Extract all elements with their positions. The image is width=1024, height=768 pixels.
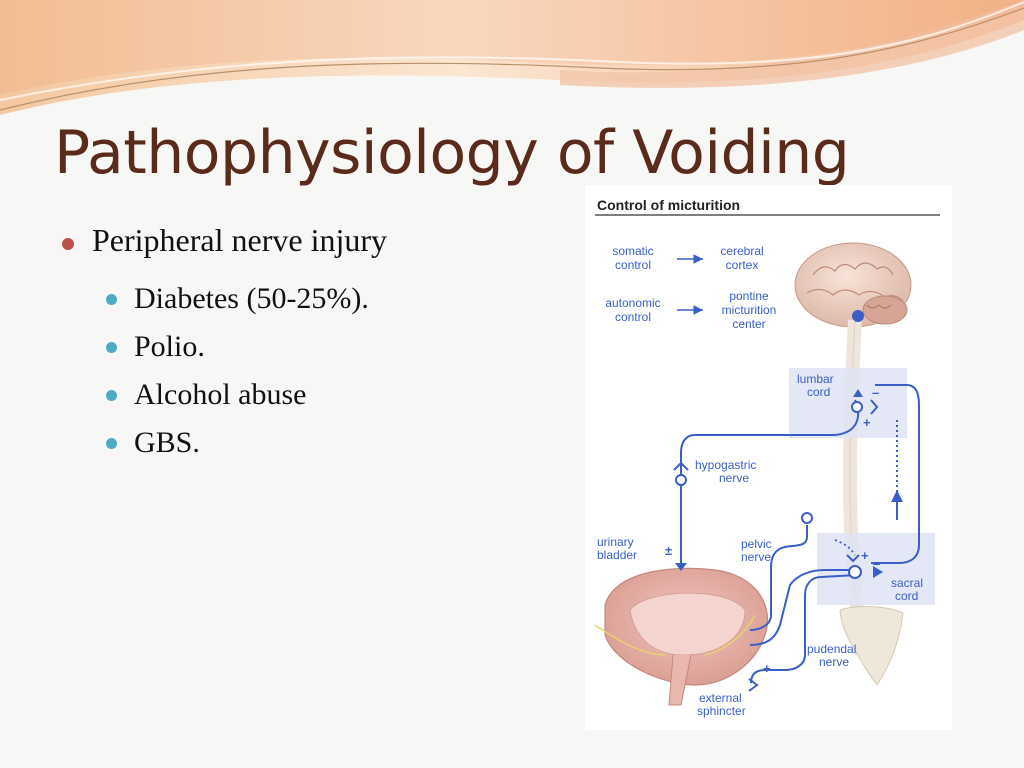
sub-bullet-text: GBS.	[134, 426, 200, 459]
brain-illustration	[794, 242, 912, 328]
legend-somatic-1: somatic	[612, 244, 653, 258]
bullet-dot-icon	[106, 342, 117, 353]
neuron-triangle-icon	[853, 389, 863, 397]
bullet-dot-icon	[106, 438, 117, 449]
page-title: Pathophysiology of Voiding	[54, 118, 850, 188]
label-lumbar-2: cord	[807, 385, 830, 399]
bullet-main: Peripheral nerve injury	[62, 222, 387, 266]
header-decoration	[0, 0, 1024, 115]
micturition-diagram: Control of micturition somatic control c…	[585, 185, 952, 730]
label-sacral-2: cord	[895, 589, 918, 603]
neuron-triangle-icon	[873, 566, 883, 578]
sign-labels: – + ± + – +	[665, 385, 880, 676]
sign-plusminus: ±	[665, 543, 672, 558]
label-pudendal-2: nerve	[819, 655, 849, 669]
legend-pontine-3: center	[732, 317, 765, 331]
pontine-dot	[852, 310, 864, 322]
legend: somatic control cerebral cortex autonomi…	[605, 244, 776, 331]
sign-minus-sacral: –	[873, 556, 880, 571]
legend-autonomic-1: autonomic	[605, 296, 660, 310]
neuron-triangle-icon	[675, 563, 687, 571]
sign-plus-sacral: +	[861, 548, 869, 563]
legend-pontine-1: pontine	[729, 289, 769, 303]
bullet-dot-icon	[62, 238, 74, 250]
lumbar-cord-box	[789, 368, 907, 438]
legend-somatic-2: control	[615, 258, 651, 272]
label-sphincter-2: sphincter	[697, 704, 746, 718]
structure-labels: lumbar cord hypogastric nerve urinary bl…	[597, 372, 923, 718]
sub-bullet-text: Polio.	[134, 330, 205, 363]
label-hypogastric-1: hypogastric	[695, 458, 756, 472]
sacrum-illustration	[839, 606, 904, 686]
legend-pontine-2: micturition	[722, 303, 777, 317]
bullet-dot-icon	[106, 294, 117, 305]
synapse-symbols	[673, 399, 879, 692]
sign-plus-pudendal: +	[763, 661, 771, 676]
legend-cortex-1: cerebral	[720, 244, 763, 258]
label-lumbar-1: lumbar	[797, 372, 834, 386]
label-sacral-1: sacral	[891, 576, 923, 590]
nerve-pathways	[680, 384, 920, 684]
label-bladder-1: urinary	[597, 535, 634, 549]
label-bladder-2: bladder	[597, 548, 637, 562]
bullet-dot-icon	[106, 390, 117, 401]
sub-bullet-text: Diabetes (50-25%).	[134, 282, 369, 315]
legend-autonomic-2: control	[615, 310, 651, 324]
sub-bullet-text: Alcohol abuse	[134, 378, 307, 411]
legend-cortex-2: cortex	[726, 258, 759, 272]
label-pudendal-1: pudendal	[807, 642, 856, 656]
bullet-list: Peripheral nerve injury Diabetes (50-25%…	[62, 222, 387, 470]
diagram-title: Control of micturition	[597, 197, 740, 213]
label-pelvic-1: pelvic	[741, 537, 772, 551]
label-hypogastric-2: nerve	[719, 471, 749, 485]
sign-plus: +	[863, 415, 871, 430]
bladder-illustration	[594, 567, 769, 706]
label-pelvic-2: nerve	[741, 550, 771, 564]
diagram-svg: Control of micturition somatic control c…	[594, 197, 940, 718]
label-sphincter-1: external	[699, 691, 742, 705]
sign-minus: –	[872, 385, 879, 400]
bullet-main-text: Peripheral nerve injury	[92, 222, 387, 258]
